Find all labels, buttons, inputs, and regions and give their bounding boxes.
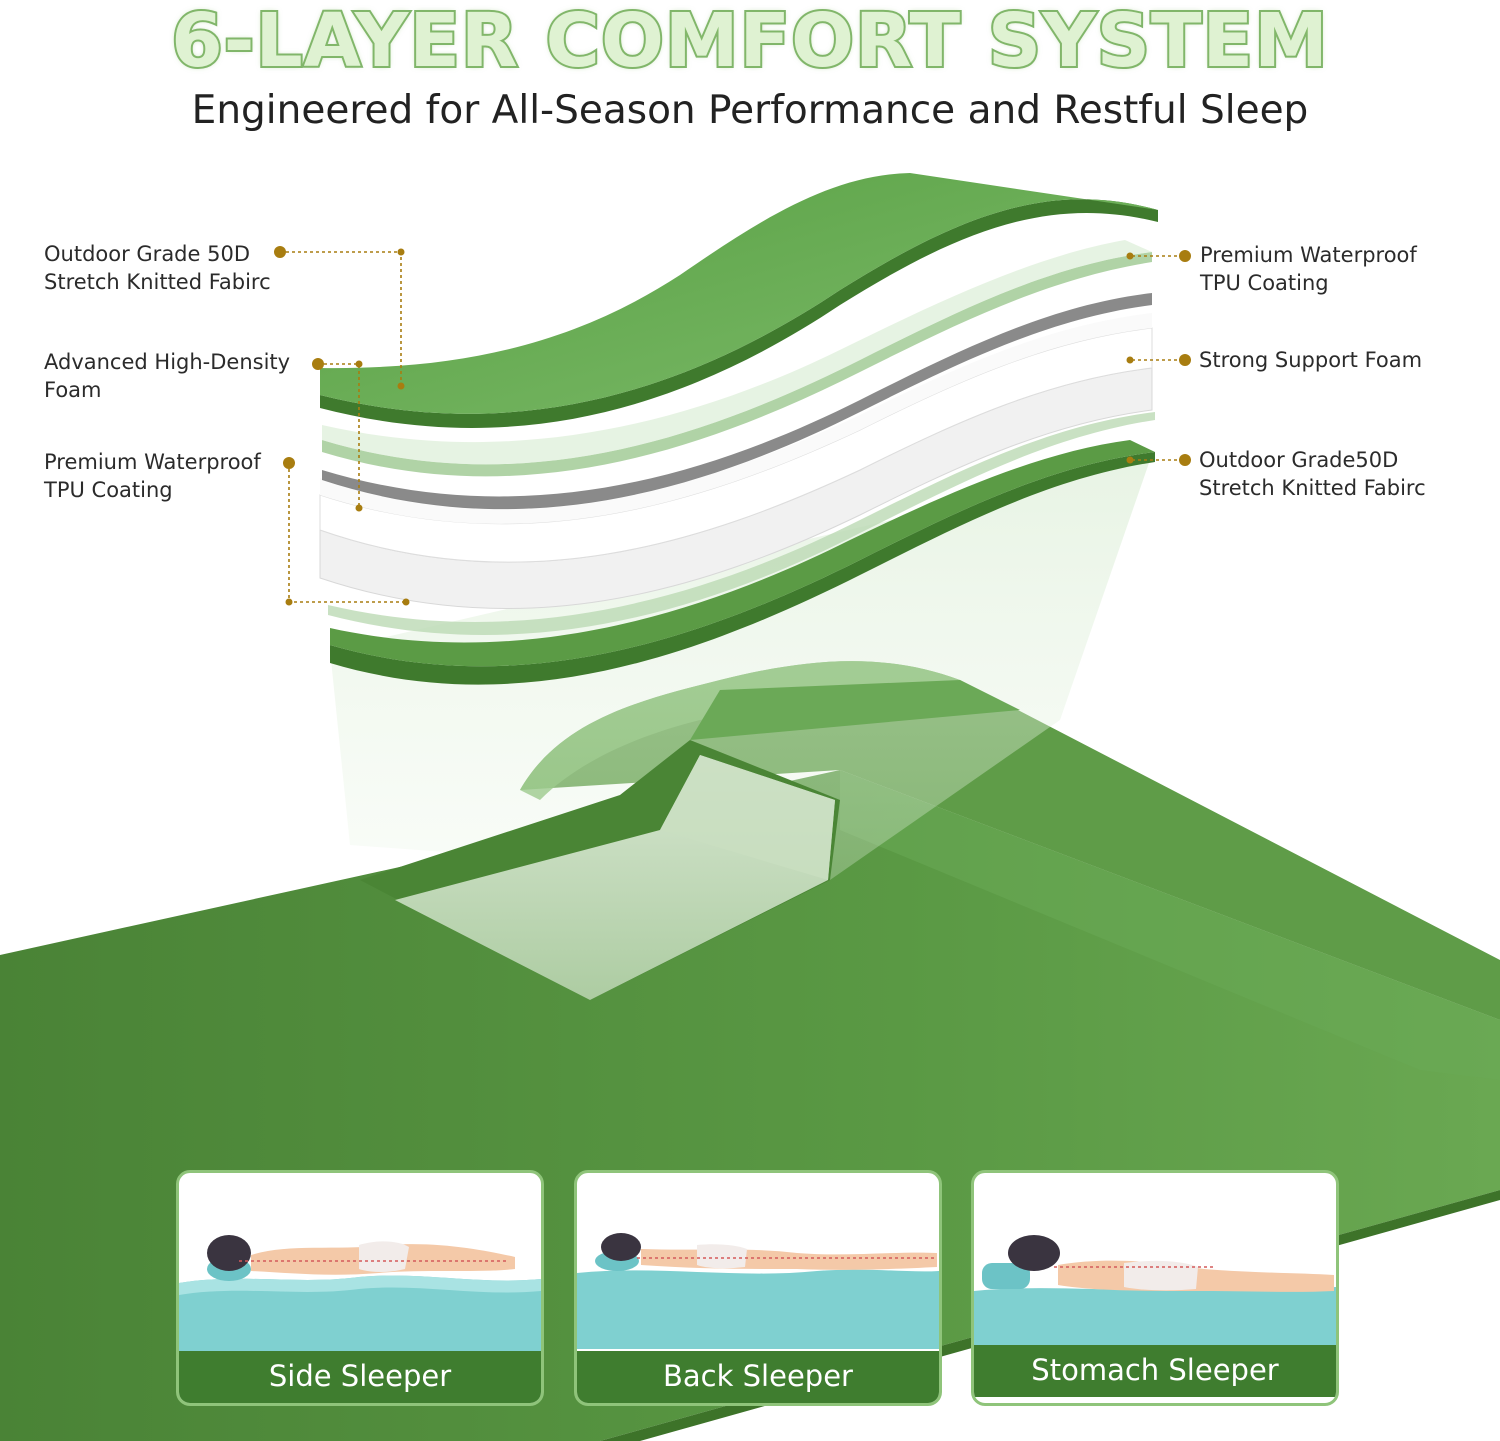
layer-label-line: Strong Support Foam [1199, 348, 1423, 372]
layer-label-left-2: Advanced High-Density Foam [44, 348, 290, 404]
layer-label-line: TPU Coating [1200, 271, 1329, 295]
layer-label-line: Premium Waterproof [44, 450, 261, 474]
page-subtitle: Engineered for All-Season Performance an… [191, 88, 1309, 133]
sleeper-label-stomach: Stomach Sleeper [974, 1345, 1336, 1397]
layer-label-line: TPU Coating [44, 478, 173, 502]
projection-beam [330, 460, 1150, 880]
layer-label-line: Stretch Knitted Fabirc [44, 270, 271, 294]
page-title: 6-LAYER COMFORT SYSTEM [169, 0, 1329, 86]
layer-label-line: Premium Waterproof [1200, 243, 1417, 267]
layer-label-line: Advanced High-Density [44, 350, 291, 374]
mattress-cutaway [360, 680, 1020, 1000]
sleeper-label-side: Side Sleeper [179, 1351, 541, 1403]
layer-label-line: Foam [44, 378, 102, 402]
layer-label-left-1: Outdoor Grade 50D Stretch Knitted Fabirc [44, 240, 271, 296]
layer-label-right-2: Strong Support Foam [1199, 346, 1422, 374]
layer-label-line: Stretch Knitted Fabirc [1199, 476, 1426, 500]
sleeper-card-stomach: Stomach Sleeper [971, 1170, 1339, 1406]
layer-label-left-3: Premium Waterproof TPU Coating [44, 448, 261, 504]
exploded-layers [319, 173, 1158, 685]
sleeper-label-back: Back Sleeper [577, 1351, 939, 1403]
sleeper-card-back: Back Sleeper [574, 1170, 942, 1406]
leader-dots [274, 246, 1191, 606]
layer-label-right-1: Premium Waterproof TPU Coating [1200, 241, 1417, 297]
layer-label-line: Outdoor Grade 50D [44, 242, 251, 266]
layer-label-right-3: Outdoor Grade50D Stretch Knitted Fabirc [1199, 446, 1426, 502]
sleeper-card-side: Side Sleeper [176, 1170, 544, 1406]
layer-label-line: Outdoor Grade50D [1199, 448, 1399, 472]
